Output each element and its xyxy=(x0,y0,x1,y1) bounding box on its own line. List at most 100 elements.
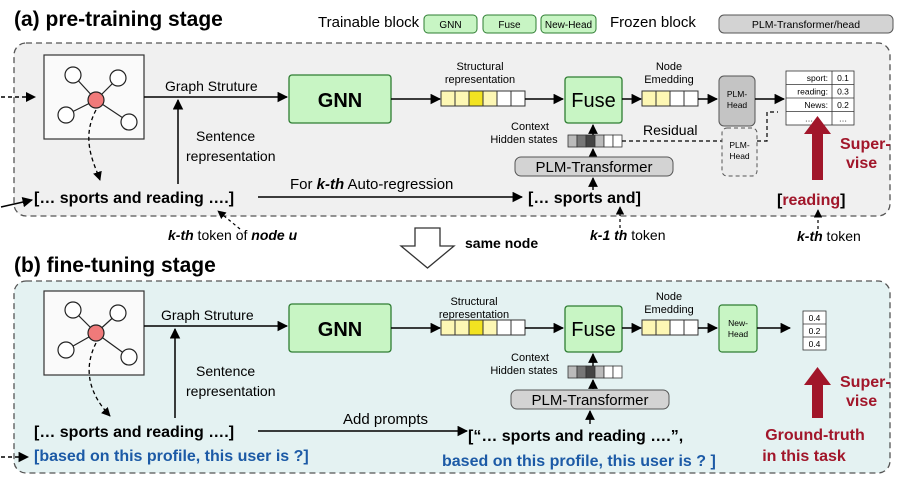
gnn-label-a: GNN xyxy=(318,90,362,112)
supervise-arrow-shaft-b xyxy=(812,384,823,418)
context-vector-b xyxy=(567,365,623,379)
structural-rep-label-b: representation xyxy=(439,309,509,321)
combined-input-line1: [“… sports and reading ….”, xyxy=(468,428,683,445)
ground-truth-label2: in this task xyxy=(762,448,846,465)
output-token-a: [reading] xyxy=(777,192,845,209)
node-to-text-arrow-b xyxy=(88,342,111,417)
plm-transformer-block-a xyxy=(514,156,674,177)
context-vector-a xyxy=(567,134,623,148)
structural-vector-a xyxy=(440,90,526,107)
same-node-arrow xyxy=(399,227,456,269)
structural-label-a: Structural xyxy=(456,61,503,73)
context-label-b: Context xyxy=(511,352,549,364)
structural-rep-label-a: representation xyxy=(445,74,515,86)
output-value-1: 0.2 xyxy=(809,326,821,336)
same-node-label: same node xyxy=(465,235,538,251)
entry-arrow-text-a xyxy=(0,196,34,208)
vocab-prob-3: … xyxy=(839,114,848,124)
add-prompts-label: Add prompts xyxy=(343,411,428,428)
plm-head-residual-label1: PLM- xyxy=(729,140,749,150)
entry-arrowhead-graph-a xyxy=(26,92,36,102)
combined-input-line2: based on this profile, this user is ? ] xyxy=(442,453,716,470)
plm-head-label1-a: PLM- xyxy=(727,89,747,99)
input-text-b: [… sports and reading ….] xyxy=(34,424,234,441)
output-value-2: 0.4 xyxy=(809,339,821,349)
node-label-a: Node xyxy=(656,61,682,73)
plm-transformer-block-b xyxy=(510,389,670,410)
gnn-label-b: GNN xyxy=(318,319,362,341)
fuse-label-a: Fuse xyxy=(571,90,615,112)
supervise-label2-a: vise xyxy=(846,155,877,172)
auto-regression-label: For k-th Auto-regression xyxy=(290,176,453,193)
plm-head-block-a xyxy=(718,75,756,127)
hidden-states-label-a: Hidden states xyxy=(490,134,558,146)
emedding-label-a: Emedding xyxy=(644,74,694,86)
structural-label-b: Structural xyxy=(450,296,497,308)
new-head-label1: New- xyxy=(728,318,748,328)
legend-gnn-label: GNN xyxy=(439,20,461,31)
input-text-a: [… sports and reading ….] xyxy=(34,190,234,207)
node-to-text-arrow-a xyxy=(88,109,102,181)
supervise-label1-a: Super- xyxy=(840,136,891,153)
legend-frozen-label: Frozen block xyxy=(610,14,696,31)
fuse-label-b: Fuse xyxy=(571,319,615,341)
vocab-distribution-table xyxy=(785,70,855,126)
supervise-label1-b: Super- xyxy=(840,374,891,391)
representation-label-a: representation xyxy=(186,148,276,164)
supervise-arrow-head-b xyxy=(804,367,831,385)
vocab-prob-2: 0.2 xyxy=(837,100,849,110)
supervise-label2-b: vise xyxy=(846,393,877,410)
supervise-arrow-head-a xyxy=(804,116,831,134)
legend-newhead-label: New-Head xyxy=(545,20,592,31)
hidden-states-label-b: Hidden states xyxy=(490,365,558,377)
legend-fuse-label: Fuse xyxy=(498,20,521,31)
plm-head-label2-a: Head xyxy=(727,100,748,110)
representation-label-b: representation xyxy=(186,383,276,399)
output-value-table xyxy=(802,310,827,351)
kth-token-label-right: k-th token xyxy=(797,228,861,244)
plm-head-residual-block xyxy=(721,127,758,177)
vocab-word-1: reading: xyxy=(797,87,828,97)
graph-structure-label-a: Graph Struture xyxy=(165,78,258,94)
structural-vector-b xyxy=(440,319,526,336)
legend-newhead-swatch xyxy=(540,14,597,34)
residual-to-output-arrow xyxy=(757,111,778,142)
vocab-prob-1: 0.3 xyxy=(837,87,849,97)
fuse-block-a xyxy=(564,76,623,124)
legend-frozen-swatch xyxy=(718,14,894,34)
legend-fuse-swatch xyxy=(482,14,537,34)
prefix-text: [… sports and] xyxy=(528,190,641,207)
vocab-word-0: sport: xyxy=(807,73,828,83)
ground-truth-label1: Ground-truth xyxy=(765,427,865,444)
legend-gnn-swatch xyxy=(423,14,478,34)
sentence-label-a: Sentence xyxy=(196,128,255,144)
plm-head-residual-label2: Head xyxy=(729,151,750,161)
graph-icon-b xyxy=(57,301,138,366)
vocab-prob-0: 0.1 xyxy=(837,73,849,83)
emedding-label-b: Emedding xyxy=(644,304,694,316)
legend-trainable-label: Trainable block xyxy=(318,14,420,31)
sentence-label-b: Sentence xyxy=(196,363,255,379)
node-embedding-vector-b xyxy=(641,319,699,336)
output-value-0: 0.4 xyxy=(809,313,821,323)
kth-token-of-node-label: k-th token of node u xyxy=(168,227,298,243)
node-embedding-vector-a xyxy=(641,90,699,107)
supervise-arrow-shaft-a xyxy=(812,133,823,180)
new-head-label2: Head xyxy=(728,329,749,339)
plm-transformer-label-b: PLM-Transformer xyxy=(532,392,649,409)
vocab-word-3: … xyxy=(805,114,814,124)
vocab-word-2: News: xyxy=(804,100,828,110)
finetune-stage-title: (b) fine-tuning stage xyxy=(14,254,216,277)
legend-frozen-item: PLM-Transformer/head xyxy=(752,19,860,31)
kth-token-pointer xyxy=(217,210,241,230)
node-label-b: Node xyxy=(656,291,682,303)
graph-icon-a xyxy=(57,66,138,131)
plm-transformer-label-a: PLM-Transformer xyxy=(536,159,653,176)
residual-label: Residual xyxy=(643,122,697,138)
prompt-text: [based on this profile, this user is ?] xyxy=(34,448,309,465)
fuse-block-b xyxy=(564,305,623,353)
context-label-a: Context xyxy=(511,121,549,133)
graph-structure-label-b: Graph Struture xyxy=(161,307,254,323)
